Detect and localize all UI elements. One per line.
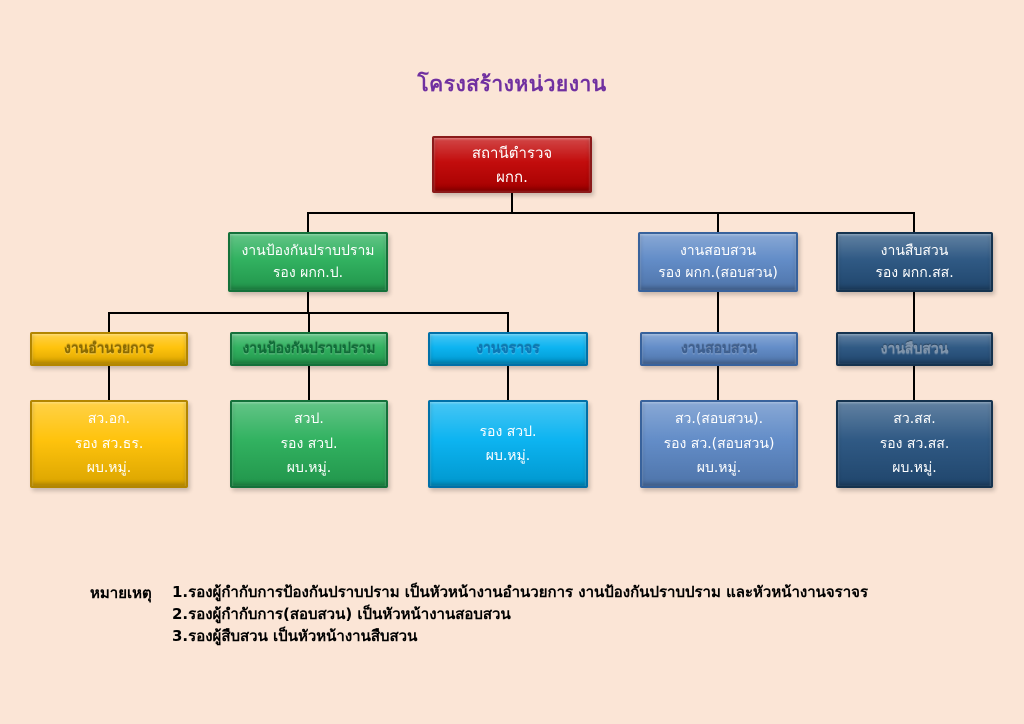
- note-item: 2.รองผู้กำกับการ(สอบสวน) เป็นหัวหน้างานส…: [172, 605, 511, 623]
- org-box-line: งานจราจร: [476, 340, 540, 357]
- org-box-line: รอง ผกก.ป.: [272, 265, 344, 281]
- org-box-inquiry-head: งานสอบสวน รอง ผกก.(สอบสวน): [638, 232, 798, 292]
- connector-line: [307, 292, 309, 313]
- org-box-traffic-staff: รอง สวป. ผบ.หมู่.: [428, 400, 588, 488]
- org-box-line: งานป้องกันปราบปราม: [242, 340, 376, 357]
- org-box-line: งานป้องกันปราบปราม: [241, 242, 375, 259]
- connector-line: [308, 366, 310, 400]
- org-box-line: รอง สว.สส.: [879, 435, 950, 452]
- org-box-prevention-head: งานป้องกันปราบปราม รอง ผกก.ป.: [228, 232, 388, 292]
- connector-line: [913, 212, 915, 233]
- org-box-detective-section: งานสืบสวน: [836, 332, 993, 366]
- org-box-line: งานอำนวยการ: [63, 340, 155, 357]
- org-box-line: สว.(สอบสวน).: [674, 411, 764, 428]
- note-item: 3.รองผู้สืบสวน เป็นหัวหน้างานสืบสวน: [172, 627, 418, 645]
- org-box-line: งานสืบสวน: [880, 242, 949, 259]
- org-box-line: สวป.: [294, 411, 324, 428]
- org-box-line: ผบ.หมู่.: [892, 460, 937, 477]
- org-box-line: รอง ผกก.สส.: [875, 265, 954, 281]
- org-box-line: ผบ.หมู่.: [485, 448, 531, 464]
- connector-line: [717, 212, 719, 233]
- org-box-line: รอง สว.(สอบสวน): [663, 435, 775, 452]
- connector-line: [307, 212, 309, 233]
- connector-line: [511, 192, 513, 213]
- org-box-admin-section: งานอำนวยการ: [30, 332, 188, 366]
- org-box-prevention-staff: สวป. รอง สวป. ผบ.หมู่.: [230, 400, 388, 488]
- org-box-line: ผบ.หมู่.: [286, 460, 332, 477]
- org-box-line: รอง สวป.: [280, 435, 338, 452]
- org-box-traffic-section: งานจราจร: [428, 332, 588, 366]
- org-box-line: ผกก.: [496, 167, 528, 186]
- connector-line: [913, 292, 915, 332]
- notes-list: 1.รองผู้กำกับการป้องกันปราบปราม เป็นหัวห…: [172, 581, 868, 647]
- connector-line: [307, 212, 915, 214]
- page-title: โครงสร้างหน่วยงาน: [417, 72, 607, 96]
- org-box-police-station: สถานีตำรวจ ผกก.: [432, 136, 592, 193]
- notes-label: หมายเหตุ: [90, 584, 152, 602]
- connector-line: [717, 292, 719, 332]
- org-box-line: รอง สว.ธร.: [74, 435, 144, 452]
- org-box-inquiry-section: งานสอบสวน: [640, 332, 798, 366]
- org-box-line: รอง ผกก.(สอบสวน): [658, 265, 778, 281]
- connector-line: [717, 366, 719, 400]
- org-box-line: ผบ.หมู่.: [86, 460, 132, 477]
- org-box-admin-staff: สว.อก. รอง สว.ธร. ผบ.หมู่.: [30, 400, 188, 488]
- org-box-line: งานสอบสวน: [679, 242, 757, 259]
- org-box-line: รอง สวป.: [479, 423, 537, 440]
- org-box-line: ผบ.หมู่.: [696, 460, 742, 477]
- org-box-prevention-section: งานป้องกันปราบปราม: [230, 332, 388, 366]
- org-box-line: สว.สส.: [893, 411, 936, 428]
- note-item: 1.รองผู้กำกับการป้องกันปราบปราม เป็นหัวห…: [172, 583, 868, 601]
- org-box-line: งานสอบสวน: [680, 340, 758, 357]
- org-box-detective-head: งานสืบสวน รอง ผกก.สส.: [836, 232, 993, 292]
- connector-line: [108, 312, 110, 332]
- connector-line: [108, 366, 110, 400]
- org-box-inquiry-staff: สว.(สอบสวน). รอง สว.(สอบสวน) ผบ.หมู่.: [640, 400, 798, 488]
- connector-line: [308, 312, 310, 332]
- org-box-line: สถานีตำรวจ: [471, 143, 553, 162]
- org-box-line: สว.อก.: [87, 411, 131, 428]
- org-box-detective-staff: สว.สส. รอง สว.สส. ผบ.หมู่.: [836, 400, 993, 488]
- connector-line: [507, 312, 509, 332]
- org-box-line: งานสืบสวน: [880, 340, 949, 357]
- connector-line: [913, 366, 915, 400]
- connector-line: [507, 366, 509, 400]
